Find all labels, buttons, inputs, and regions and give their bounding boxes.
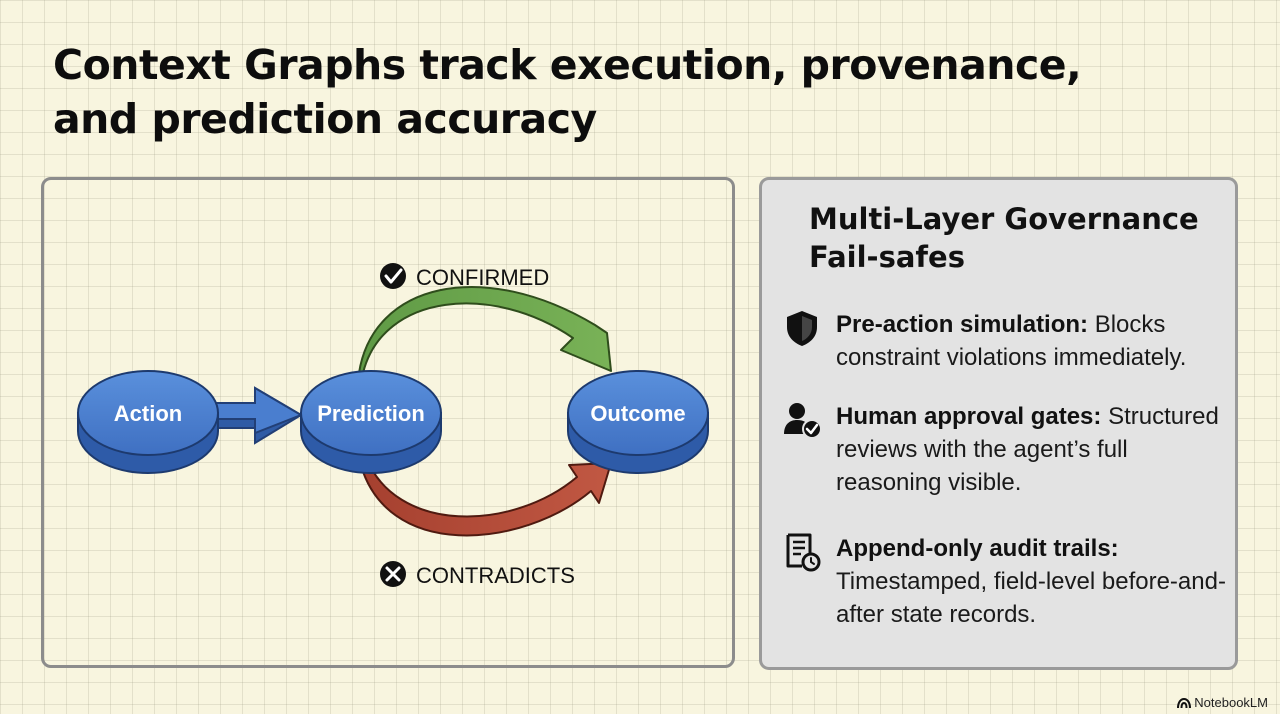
governance-item-text: Blocks constraint violations immediately… [836, 311, 1187, 371]
governance-item-text: Structured reviews with the agent’s full… [836, 403, 1219, 496]
contradicts-x-icon [380, 561, 406, 587]
governance-title: Multi-Layer Governance Fail-safes [809, 202, 1199, 274]
contradicts-arrow [358, 454, 612, 537]
confirmed-arrow [358, 286, 612, 374]
action-to-prediction-arrow [212, 386, 304, 445]
contradicts-label: CONTRADICTS [416, 563, 575, 588]
governance-item-text: Timestamped, field-level before-and-afte… [836, 568, 1226, 628]
prediction-node [300, 370, 442, 474]
outcome-node-label: Outcome [590, 401, 685, 426]
context-graph-diagram-panel: Action Prediction Outcome CONFIRMED CONT… [41, 177, 735, 668]
notebooklm-watermark: NotebookLM [1177, 695, 1268, 710]
watermark-label: NotebookLM [1194, 695, 1268, 710]
user-check-icon [784, 403, 822, 439]
prediction-node-label: Prediction [317, 401, 425, 426]
governance-panel: Multi-Layer Governance Fail-safes Pre-ac… [759, 177, 1238, 670]
context-graph-diagram: Action Prediction Outcome CONFIRMED CONT… [77, 263, 709, 588]
action-node-label: Action [114, 401, 182, 426]
action-node [77, 370, 219, 474]
notebooklm-logo-icon [1177, 697, 1192, 708]
audit-document-clock-icon [786, 533, 821, 572]
confirmed-check-icon [380, 263, 406, 289]
shield-icon [787, 311, 817, 346]
governance-item-heading: Append-only audit trails: [836, 535, 1119, 562]
governance-item-heading: Pre-action simulation: [836, 311, 1089, 338]
confirmed-label: CONFIRMED [416, 265, 549, 290]
outcome-node [567, 370, 709, 474]
governance-item-heading: Human approval gates: [836, 403, 1102, 430]
page-title: Context Graphs track execution, provenan… [53, 41, 1082, 143]
